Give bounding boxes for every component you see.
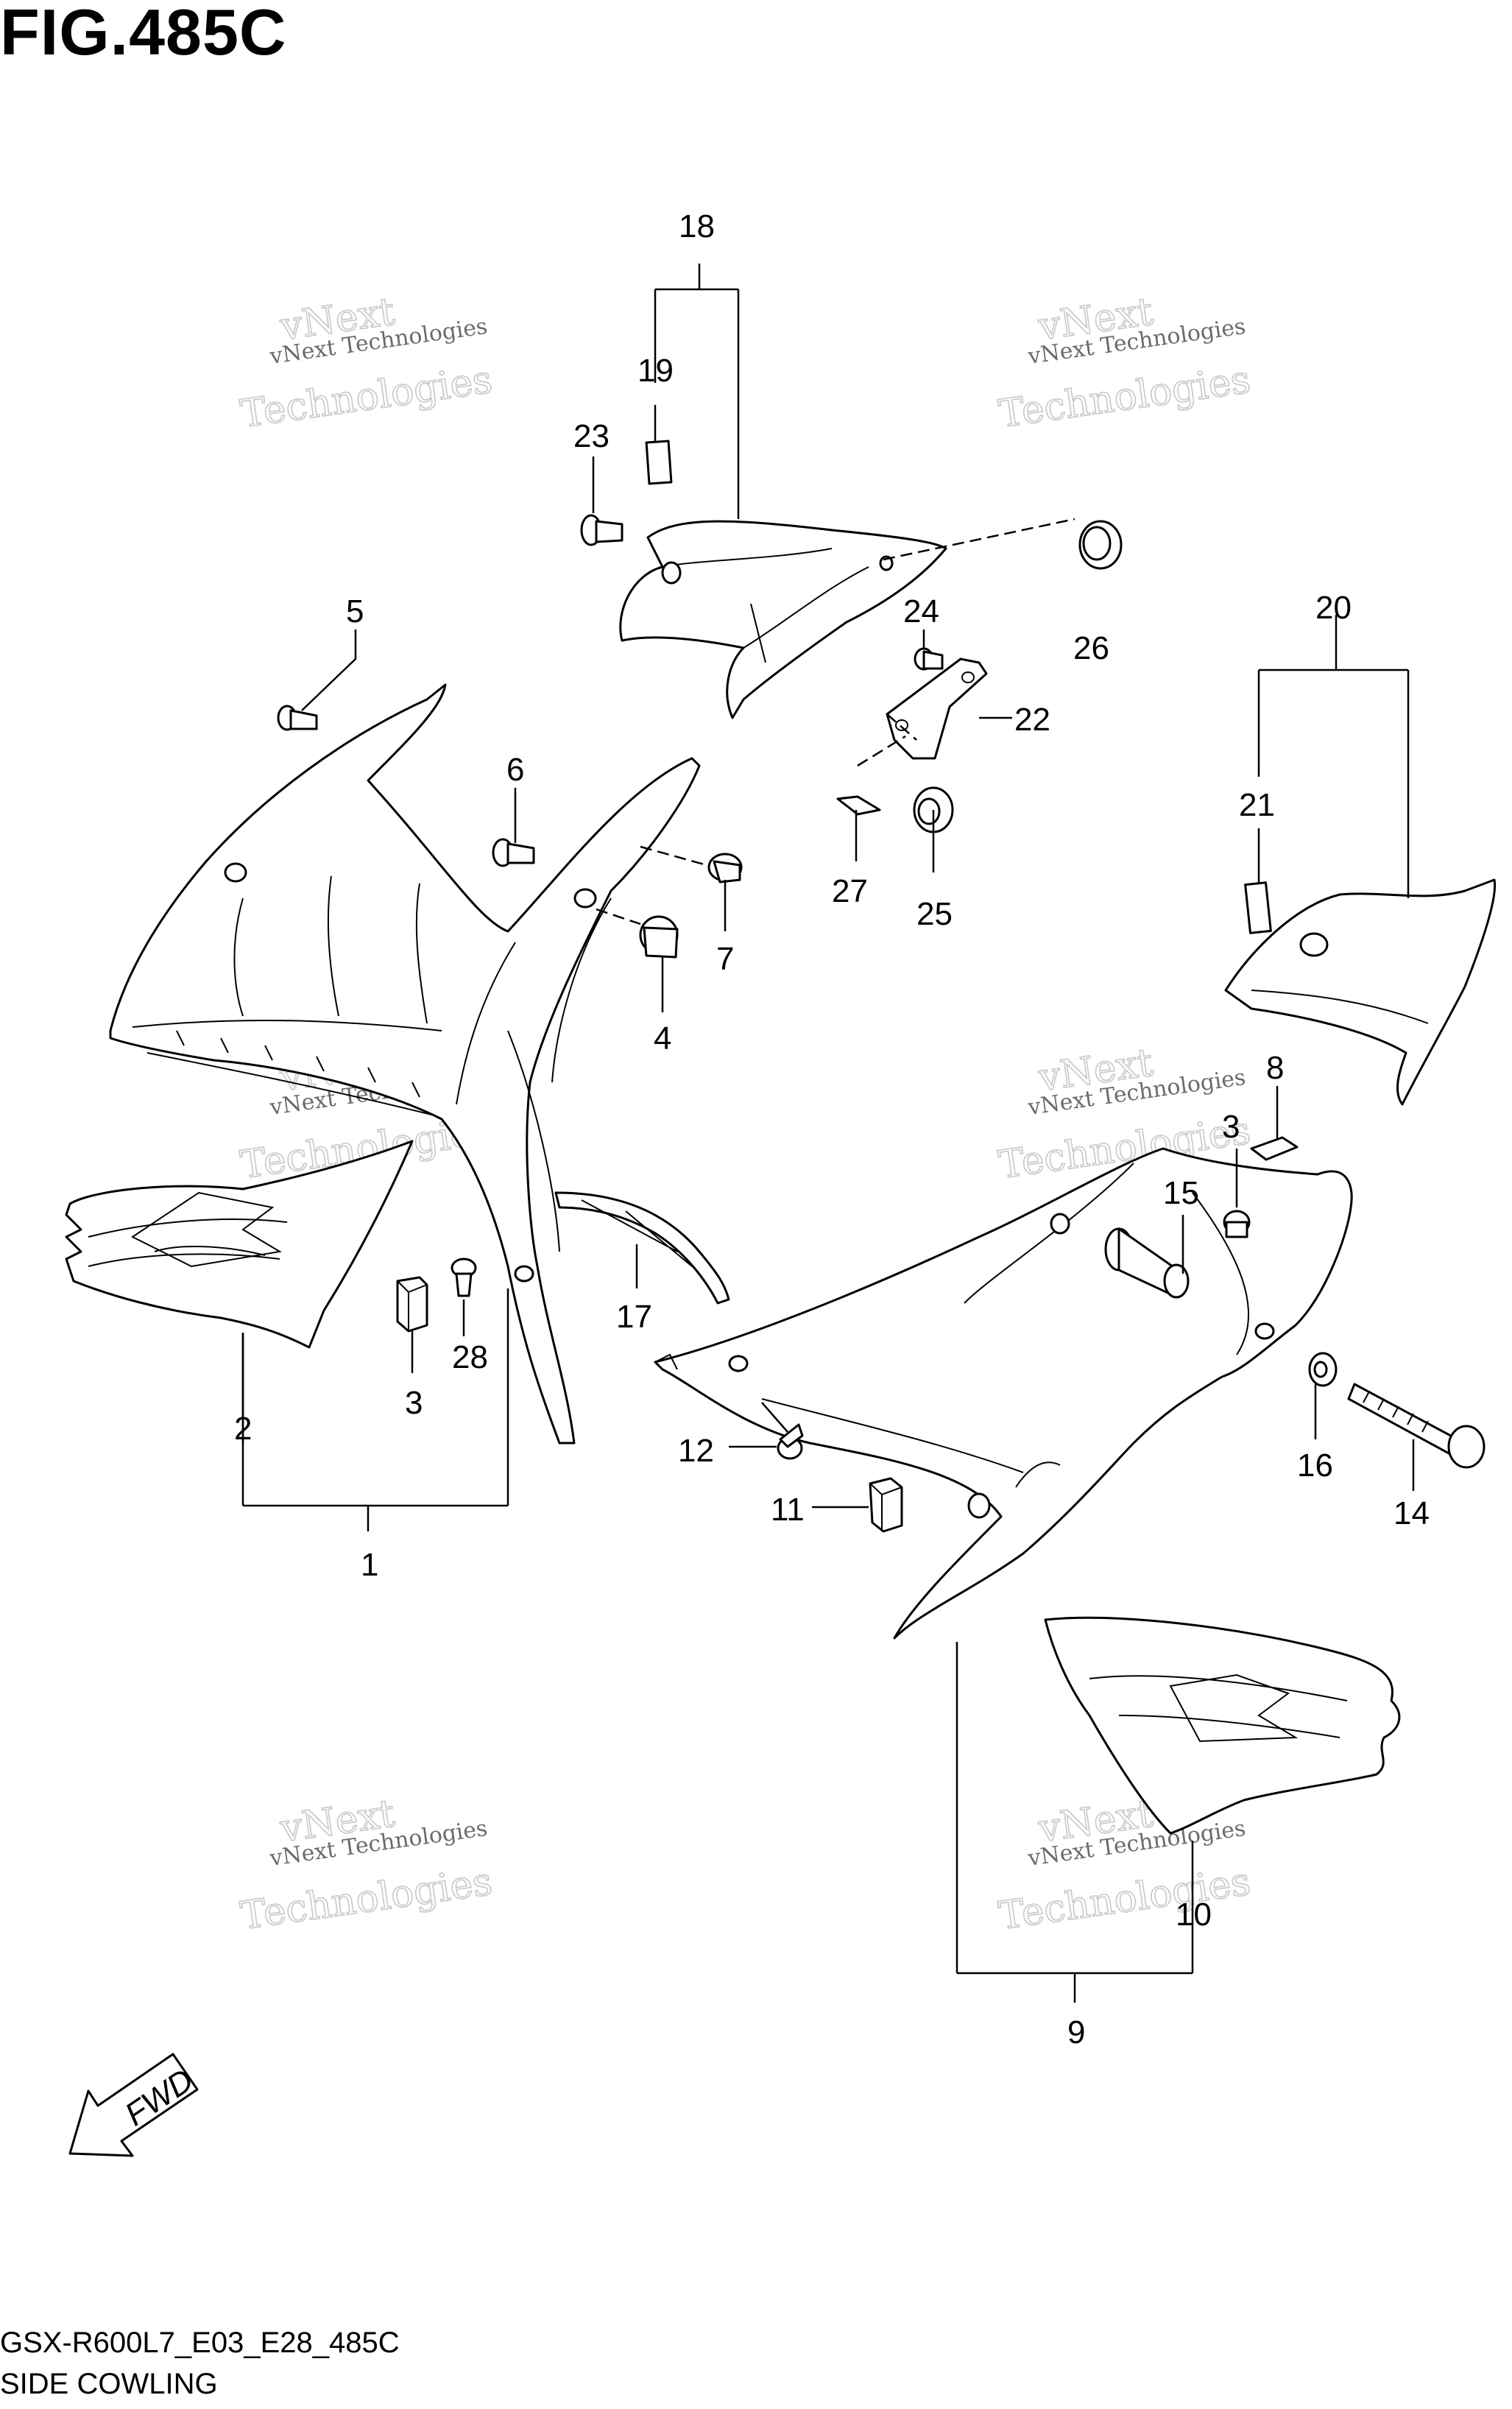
collar-15 — [1104, 1227, 1190, 1299]
washer-16 — [1308, 1352, 1338, 1387]
callout-21: 21 — [1239, 787, 1275, 823]
callout-12: 12 — [678, 1433, 714, 1469]
model-code: GSX-R600L7_E03_E28_485C — [0, 2327, 400, 2359]
bracket-22 — [886, 657, 988, 760]
callout-19: 19 — [637, 353, 674, 389]
callout-10: 10 — [1176, 1897, 1212, 1933]
callout-5: 5 — [346, 593, 364, 629]
svg-text:Technologies: Technologies — [996, 358, 1253, 437]
nut-7 — [707, 853, 743, 883]
callout-6: 6 — [506, 752, 524, 788]
svg-text:Technologies: Technologies — [996, 1860, 1253, 1939]
cowling-panel-2 — [65, 1140, 414, 1349]
bolt-14 — [1347, 1383, 1485, 1469]
callout-16: 16 — [1297, 1447, 1333, 1484]
watermark-top-left: vNext vNext Technologies Technologies — [237, 289, 495, 437]
watermark-bottom-left: vNext vNext Technologies Technologies — [237, 1791, 495, 1939]
callout-9: 9 — [1067, 2014, 1085, 2050]
callout-1: 1 — [361, 1547, 378, 1583]
pad-8 — [1250, 1136, 1299, 1161]
callout-8: 8 — [1266, 1050, 1284, 1086]
callout-labels: 18 19 23 24 26 22 25 27 20 21 5 6 7 4 28… — [234, 208, 1430, 2050]
rail-17 — [554, 1191, 730, 1305]
callout-24: 24 — [903, 593, 939, 629]
screw-12 — [777, 1423, 804, 1460]
callout-14: 14 — [1393, 1495, 1430, 1531]
screw-5 — [277, 705, 318, 731]
side-panel-10 — [1044, 1616, 1401, 1835]
fwd-arrow-icon: FWD — [68, 2053, 200, 2157]
callout-22: 22 — [1014, 702, 1050, 738]
main-cowling — [109, 683, 701, 1445]
callout-20: 20 — [1315, 590, 1352, 626]
callout-28: 28 — [452, 1339, 488, 1375]
screw-23 — [580, 514, 623, 546]
callout-11: 11 — [771, 1492, 805, 1528]
clip-3-left — [396, 1276, 428, 1333]
leader-lines — [241, 264, 1415, 2003]
figure-title: FIG.485C — [0, 0, 287, 68]
clip-11 — [869, 1477, 903, 1533]
callout-25: 25 — [916, 896, 953, 932]
svg-text:Technologies: Technologies — [238, 358, 495, 437]
callout-27: 27 — [832, 873, 868, 909]
callout-15: 15 — [1163, 1175, 1199, 1211]
screw-28 — [451, 1258, 477, 1297]
callout-4: 4 — [654, 1020, 671, 1057]
callout-7: 7 — [716, 941, 734, 977]
grommet-26 — [1078, 520, 1123, 570]
pad-27 — [836, 795, 881, 816]
watermark-top-right: vNext vNext Technologies Technologies — [995, 289, 1254, 437]
grommet-4 — [639, 915, 679, 959]
callout-3-left: 3 — [405, 1385, 423, 1421]
damper-13 — [1223, 1210, 1251, 1238]
screw-6 — [492, 838, 535, 867]
callout-17: 17 — [616, 1299, 652, 1335]
upper-inner-panel — [619, 520, 947, 719]
label-19 — [645, 440, 673, 485]
screw-24 — [914, 647, 944, 671]
callout-23: 23 — [573, 418, 610, 454]
callout-2: 2 — [234, 1411, 252, 1447]
callout-3-right: 3 — [1222, 1109, 1240, 1145]
callout-26: 26 — [1073, 630, 1109, 666]
callout-18: 18 — [679, 208, 715, 244]
svg-text:Technologies: Technologies — [238, 1860, 495, 1939]
right-inner-panel — [1224, 878, 1497, 1106]
section-name: SIDE COWLING — [0, 2368, 218, 2400]
label-21 — [1244, 881, 1272, 934]
